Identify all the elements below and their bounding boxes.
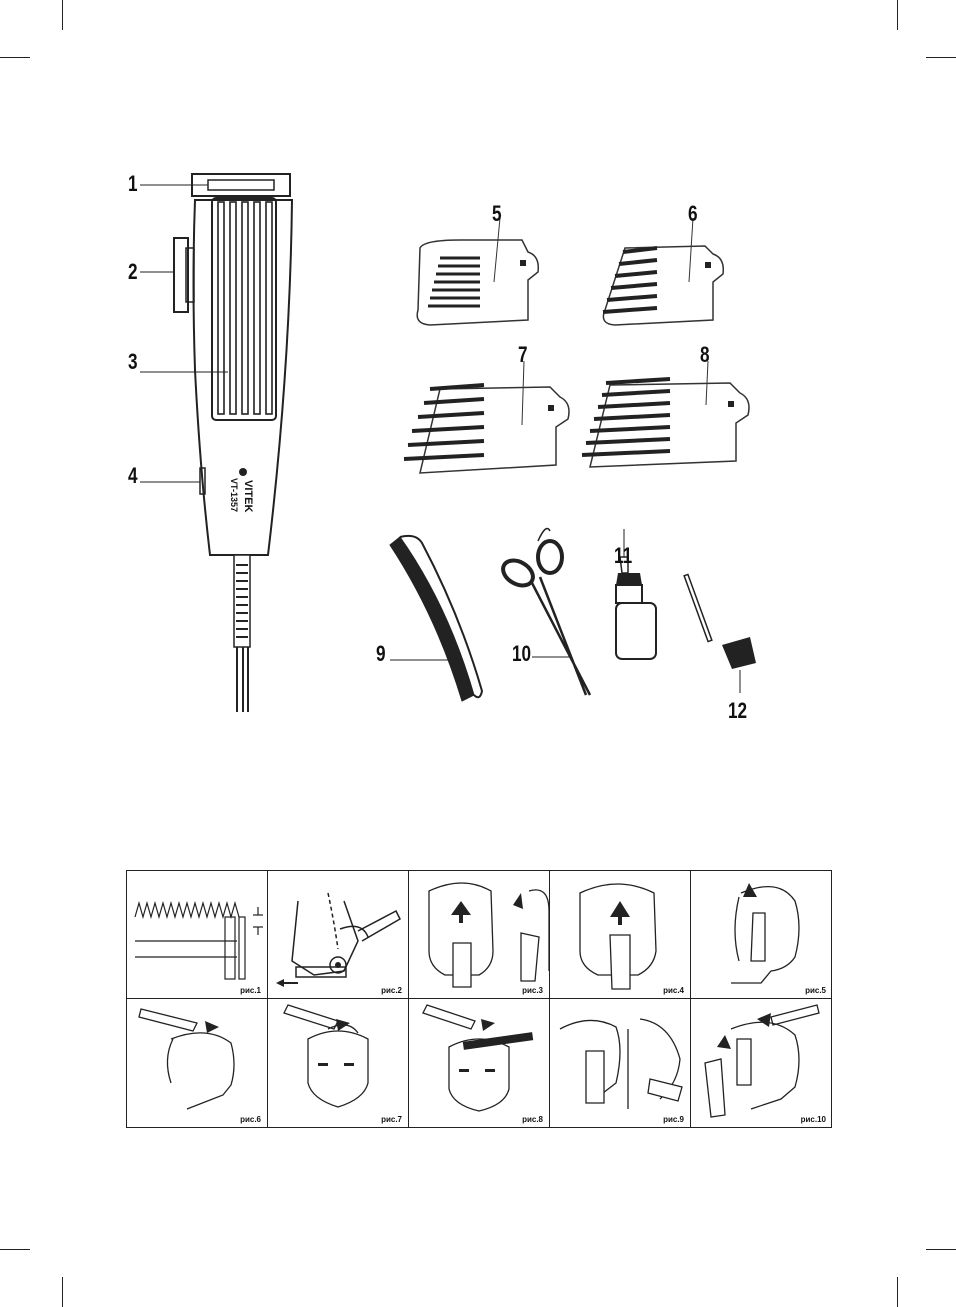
figure-caption: рис.4	[663, 986, 684, 995]
figure-caption: рис.2	[381, 986, 402, 995]
part-label-9: 9	[376, 641, 386, 666]
part-label-8: 8	[700, 342, 710, 367]
figure-caption: рис.10	[800, 1115, 826, 1124]
arrow-up-icon	[481, 1019, 495, 1031]
part-label-10: 10	[512, 641, 532, 666]
crop-mark-icon	[926, 57, 956, 58]
figure-caption: рис.6	[240, 1115, 261, 1124]
comb-attachments-illustration	[403, 217, 750, 474]
crop-mark-icon	[0, 1249, 30, 1250]
model-label: VT-1357	[229, 478, 239, 513]
figure-caption: рис.9	[663, 1115, 684, 1124]
figure-3: рис.3	[409, 871, 550, 999]
brand-label: VITEK	[242, 480, 254, 513]
crop-mark-icon	[926, 1249, 956, 1250]
part-label-2: 2	[128, 259, 138, 284]
figure-6: рис.6	[127, 999, 268, 1127]
figure-10: рис.10	[691, 999, 832, 1127]
crop-mark-icon	[0, 57, 30, 58]
part-label-6: 6	[688, 201, 698, 226]
arrow-up-icon	[610, 901, 630, 917]
figure-caption: рис.3	[522, 986, 543, 995]
arrow-up-icon	[205, 1021, 219, 1033]
arrow-up-icon	[336, 1019, 350, 1031]
hair-clipper-illustration	[140, 173, 294, 712]
figure-7: рис.7	[268, 999, 409, 1127]
figure-caption: рис.7	[381, 1115, 402, 1124]
figure-4: рис.4	[550, 871, 691, 999]
figure-caption: рис.5	[805, 986, 826, 995]
part-label-4: 4	[128, 463, 138, 488]
part-label-5: 5	[492, 201, 502, 226]
arrow-up-icon	[743, 883, 757, 897]
arrow-up-icon	[757, 1013, 771, 1027]
figure-1: рис.1	[127, 871, 268, 999]
crop-mark-icon	[62, 1277, 63, 1307]
part-label-11: 11	[614, 543, 633, 568]
accessories-illustration	[389, 527, 756, 702]
figure-2: рис.2	[268, 871, 409, 999]
figure-5: рис.5	[691, 871, 832, 999]
usage-figures-grid: рис.1 рис.2	[126, 870, 832, 1128]
crop-mark-icon	[62, 0, 63, 30]
figure-caption: рис.1	[240, 986, 261, 995]
crop-mark-icon	[897, 0, 898, 30]
part-label-3: 3	[128, 349, 138, 374]
figure-9: рис.9	[550, 999, 691, 1127]
part-label-12: 12	[728, 698, 748, 723]
figure-8: рис.8	[409, 999, 550, 1127]
figure-caption: рис.8	[522, 1115, 543, 1124]
part-label-1: 1	[128, 171, 138, 196]
arrow-up-icon	[451, 901, 471, 915]
part-label-7: 7	[518, 342, 528, 367]
crop-mark-icon	[897, 1277, 898, 1307]
